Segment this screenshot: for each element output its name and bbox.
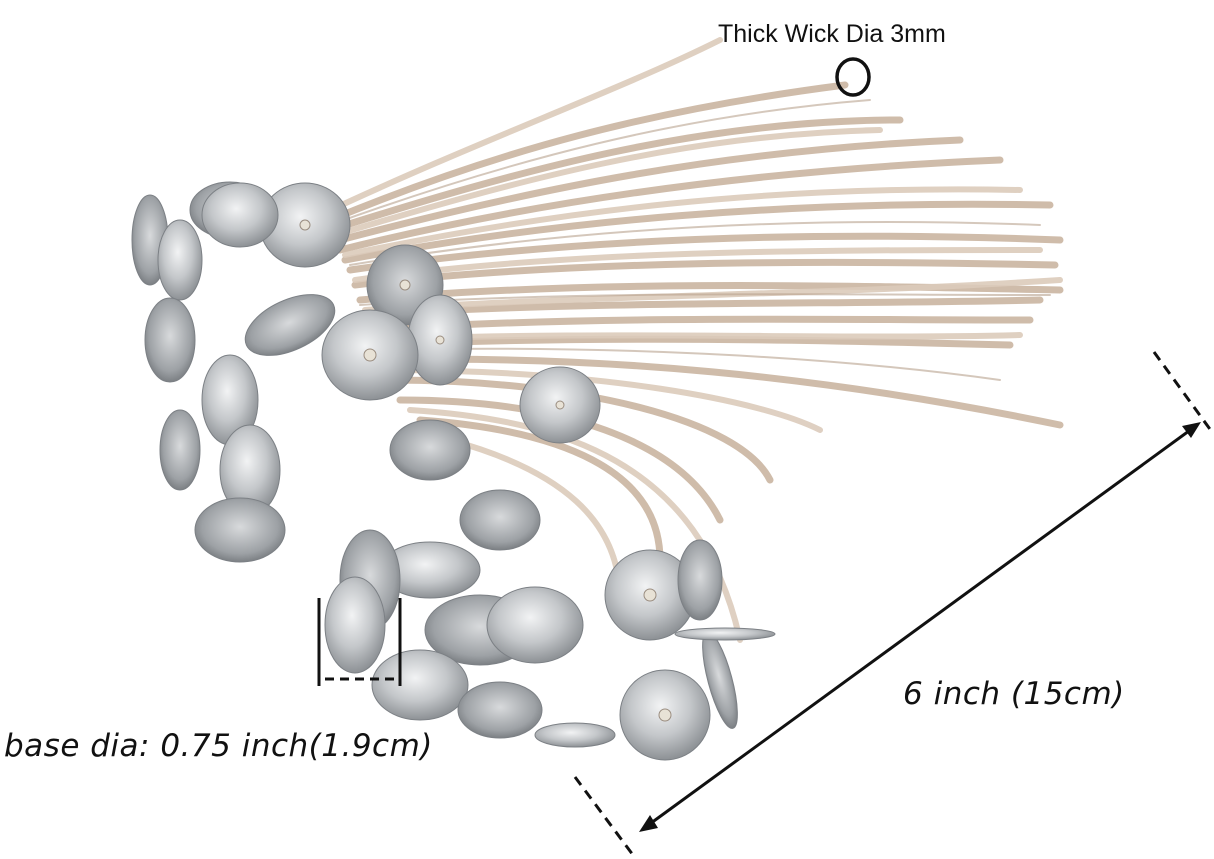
wick-tab-bases [131, 181, 776, 761]
base-diameter-label: base dia: 0.75 inch(1.9cm) [4, 728, 433, 764]
length-dimension-line [573, 351, 1214, 856]
base-diameter-bracket [317, 598, 402, 686]
wick-diameter-marker [835, 57, 871, 97]
wick-length-label: 6 inch (15cm) [903, 676, 1125, 712]
wick-thickness-label: Thick Wick Dia 3mm [718, 20, 946, 48]
